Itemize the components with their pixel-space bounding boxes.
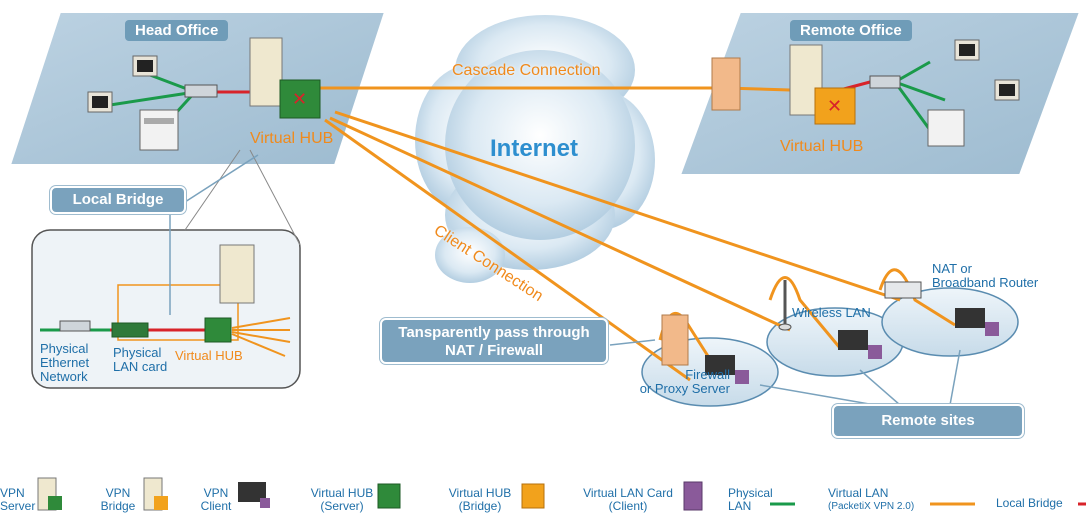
firewall-label: Firewall or Proxy Server (600, 368, 730, 396)
legend-lan-card-line-1: Virtual LAN Card (583, 486, 673, 500)
inset-virtual-hub (204, 317, 232, 343)
inset-lan-card-label: Physical LAN card (113, 346, 167, 374)
site-nat-router (884, 281, 922, 299)
remote-office-pc-1 (954, 39, 980, 61)
head-hub-label: Virtual HUB (250, 130, 334, 147)
cascade-connection-label: Cascade Connection (452, 62, 601, 79)
head-office-vpn-server: ✕ (249, 37, 321, 119)
svg-text:✕: ✕ (827, 96, 842, 117)
nat-label: NAT or Broadband Router (932, 262, 1038, 290)
legend-physical-lan-line-2: LAN (728, 499, 752, 513)
remote-office-printer (927, 109, 965, 147)
inset-lan-card (111, 322, 149, 338)
inset-lan-card-line-1: Physical (113, 345, 162, 360)
legend-hub-bridge-line-2: (Bridge) (458, 499, 502, 513)
site-firewall-device (661, 314, 689, 366)
site-nat-laptop (955, 308, 999, 336)
legend-virtual-lan-card: Virtual LAN Card(Client) (576, 487, 680, 513)
inset-lan-card-line-2: LAN card (113, 359, 168, 374)
site-firewall-laptop (705, 355, 749, 384)
remote-office-firewall (711, 57, 741, 111)
nat-line-2: Broadband Router (932, 275, 1039, 290)
head-office-switch (184, 84, 218, 98)
inset-ethernet-line-1: Physical (40, 341, 89, 356)
legend-vpn-client-line-2: Client (200, 499, 232, 513)
legend-vpn-client-line-1: VPN (203, 486, 229, 500)
head-office-pc-2 (87, 91, 113, 113)
svg-text:✕: ✕ (292, 89, 307, 110)
remote-sites-callout: Remote sites (832, 404, 1024, 438)
legend-local-bridge-line-1: Local Bridge (996, 496, 1063, 510)
inset-hub-label: Virtual HUB (175, 348, 243, 363)
legend-vpn-server-line-1: VPN (0, 486, 25, 500)
legend-vpn-server-line-2: Server (0, 499, 36, 513)
legend-vpn-bridge-line-2: Bridge (100, 499, 136, 513)
head-office-pc-1 (132, 55, 158, 77)
wireless-label: Wireless LAN (792, 305, 871, 320)
firewall-line-2: or Proxy Server (639, 381, 730, 396)
legend-icons (37, 477, 1086, 511)
legend-virtual-hub-bridge: Virtual HUB(Bridge) (444, 487, 516, 513)
remote-office-switch (869, 75, 901, 89)
passthrough-line-2: NAT / Firewall (444, 342, 544, 359)
site-wireless-antenna (778, 280, 792, 331)
legend-lan-card-line-2: (Client) (608, 499, 648, 513)
legend-virtual-lan: Virtual LAN(PacketiX VPN 2.0) (828, 487, 928, 513)
remote-hub-label: Virtual HUB (780, 138, 864, 155)
inset-ethernet-line-2: Ethernet (40, 355, 90, 370)
passthrough-line-1: Tansparently pass through (398, 324, 590, 341)
remote-office-vpn-bridge: ✕ (789, 44, 856, 125)
remote-office-pc-2 (994, 79, 1020, 101)
legend-hub-server-line-1: Virtual HUB (310, 486, 374, 500)
site-wireless-laptop (838, 330, 882, 359)
passthrough-callout: Tansparently pass through NAT / Firewall (380, 318, 608, 364)
internet-label: Internet (490, 135, 579, 162)
firewall-line-1: Firewall (685, 367, 730, 382)
head-office-printer (139, 109, 179, 151)
inset-server (219, 244, 255, 304)
legend-vpn-bridge-line-1: VPN (105, 486, 131, 500)
legend-virtual-hub-server: Virtual HUB(Server) (306, 487, 378, 513)
legend-virtual-lan-line-2: (PacketiX VPN 2.0) (828, 501, 915, 512)
legend-hub-bridge-line-1: Virtual HUB (448, 486, 512, 500)
legend-hub-server-line-2: (Server) (320, 499, 364, 513)
inset-ethernet-label: Physical Ethernet Network (40, 342, 89, 384)
head-office-title: Head Office (125, 20, 229, 41)
inset-ethernet-line-3: Network (40, 369, 88, 384)
inset-switch (59, 320, 91, 332)
legend-local-bridge: Local Bridge (996, 497, 1076, 510)
legend-virtual-lan-line-1: Virtual LAN (828, 486, 889, 500)
nat-line-1: NAT or (932, 261, 972, 276)
legend-physical-lan-line-1: Physical (728, 486, 773, 500)
remote-office-title: Remote Office (790, 20, 912, 41)
local-bridge-callout: Local Bridge (50, 186, 186, 214)
